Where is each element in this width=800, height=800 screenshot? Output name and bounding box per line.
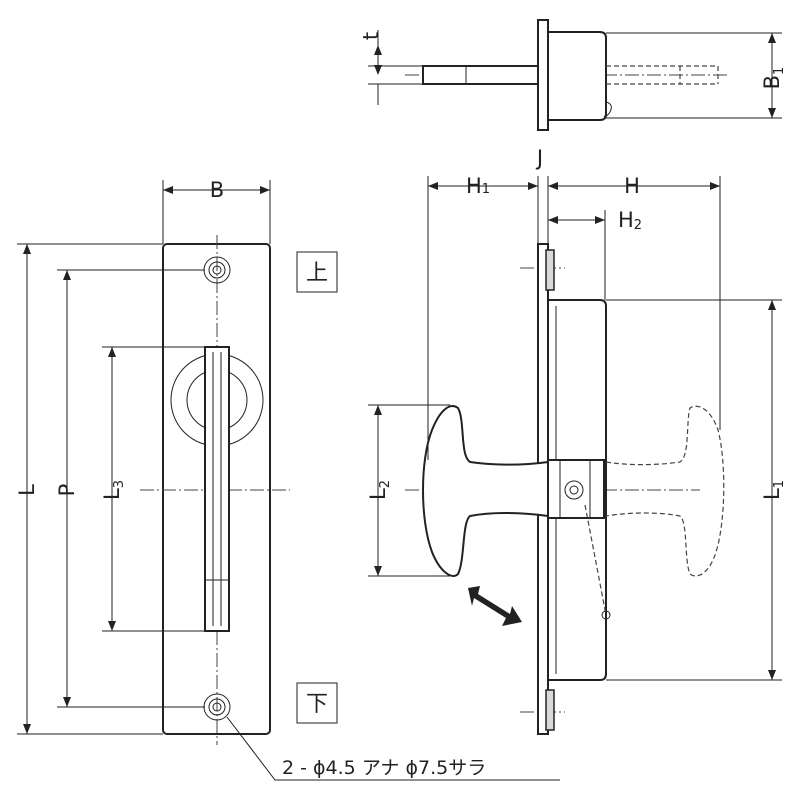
dim-label-b1: B1 <box>760 67 787 90</box>
dim-label-h2-sub: 2 <box>634 218 642 233</box>
arrowhead <box>63 270 71 280</box>
arrowhead <box>23 724 31 734</box>
dim-label-l3: L3 <box>100 480 127 500</box>
top-side-view <box>368 19 782 131</box>
arrowhead <box>374 65 382 75</box>
dim-label-l3-main: L <box>100 488 124 500</box>
dim-label-l2-sub: 2 <box>378 480 393 488</box>
arrowhead <box>374 45 382 55</box>
arrowhead <box>108 621 116 631</box>
dimension-arrowheads <box>23 33 776 734</box>
dim-label-l1: L1 <box>760 480 787 500</box>
bottom-marker: 下 <box>306 692 328 717</box>
dim-label-t: t <box>359 32 383 40</box>
arrowhead <box>710 182 720 190</box>
arrowhead <box>768 300 776 310</box>
arrowhead <box>768 670 776 680</box>
arrowhead <box>260 186 270 194</box>
front-view <box>17 180 560 781</box>
arrowhead <box>548 216 558 224</box>
dim-label-l2-main: L <box>366 488 390 500</box>
dim-label-h1-main: H <box>466 174 482 198</box>
arrowhead <box>163 186 173 194</box>
arrowhead <box>528 182 538 190</box>
arrowhead <box>63 697 71 707</box>
hole-note: 2 - ϕ4.5 アナ ϕ7.5サラ <box>282 757 486 779</box>
top-marker-box <box>296 251 338 293</box>
dim-label-l2: L2 <box>366 480 393 500</box>
top-marker: 上 <box>306 261 328 286</box>
dim-label-h1: H1 <box>466 174 490 198</box>
arrowhead <box>374 405 382 415</box>
dim-label-b1-sub: 1 <box>772 67 787 75</box>
arrowhead <box>548 182 558 190</box>
side-view <box>368 176 782 735</box>
arrowhead <box>428 182 438 190</box>
arrowhead <box>595 216 605 224</box>
dim-label-b1-main: B <box>760 75 784 89</box>
arrowhead <box>768 108 776 118</box>
bottom-marker-box <box>296 682 338 724</box>
dim-label-h2-main: H <box>618 208 634 232</box>
dim-label-l1-main: L <box>760 488 784 500</box>
dim-label-l3-sub: 3 <box>112 480 127 488</box>
arrowhead <box>374 566 382 576</box>
dim-label-h2: H2 <box>618 208 642 233</box>
dim-label-l1-sub: 1 <box>772 480 787 488</box>
dim-label-p: P <box>55 484 79 497</box>
dim-label-l: L <box>15 484 39 496</box>
dim-label-h1-sub: 1 <box>482 182 490 197</box>
arrowhead <box>23 244 31 254</box>
dim-label-h: H <box>624 174 640 198</box>
dim-label-j: J <box>535 146 543 170</box>
arrowhead <box>768 33 776 43</box>
dim-label-b: B <box>210 178 224 202</box>
arrowhead <box>108 347 116 357</box>
